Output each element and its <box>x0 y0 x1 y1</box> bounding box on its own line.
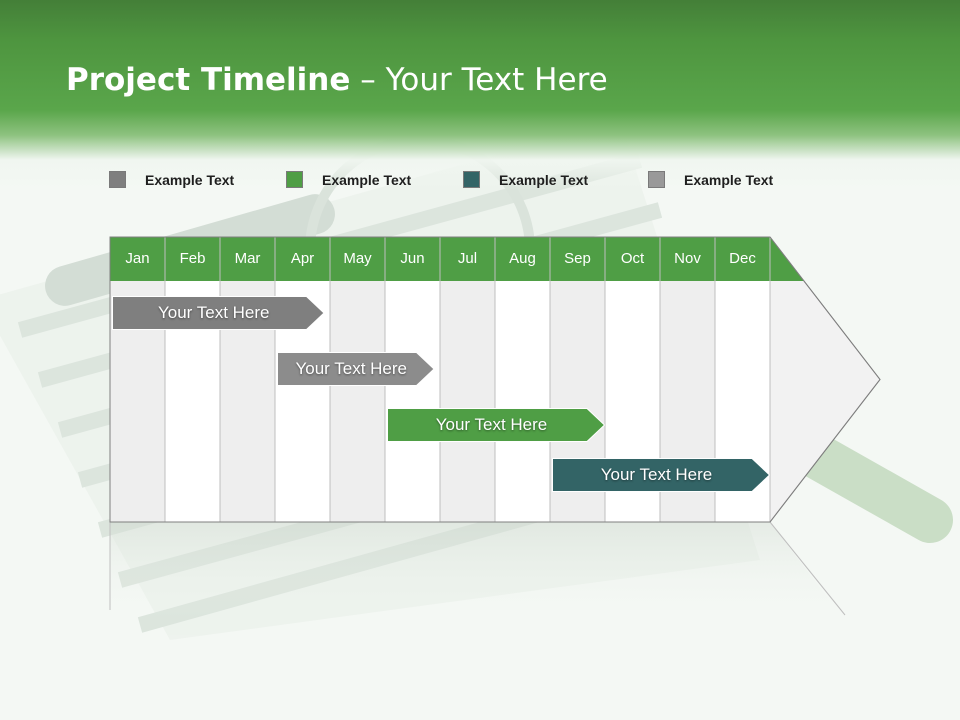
header-band <box>0 0 960 190</box>
month-label: Jul <box>457 250 478 267</box>
task-bar-shape <box>112 296 325 330</box>
title-rest: – Your Text Here <box>350 62 608 98</box>
task-bar[interactable]: Your Text Here <box>277 352 435 386</box>
month-label: May <box>343 250 372 267</box>
legend-label: Example Text <box>499 172 589 188</box>
task-bar[interactable]: Your Text Here <box>552 458 770 492</box>
month-label: Jan <box>125 250 150 267</box>
month-column <box>495 281 550 522</box>
month-label: Dec <box>729 250 756 267</box>
month-label: Aug <box>509 250 536 267</box>
month-column <box>385 281 440 522</box>
month-label: Apr <box>290 250 315 267</box>
task-label: Your Text Here <box>295 359 407 378</box>
legend-label: Example Text <box>145 172 235 188</box>
month-label: Jun <box>400 250 425 267</box>
month-label: Sep <box>564 250 591 267</box>
month-label: Nov <box>674 250 701 267</box>
legend-label: Example Text <box>322 172 412 188</box>
legend-swatch <box>463 171 480 188</box>
task-bar-arrow <box>112 296 325 330</box>
task-bar-arrow <box>277 352 435 386</box>
task-bar[interactable]: Your Text Here <box>112 296 325 330</box>
month-label: Feb <box>179 250 206 267</box>
slide-title: Project Timeline – Your Text Here <box>66 58 608 102</box>
task-bar-shape <box>277 352 435 386</box>
timeline-outline <box>109 236 881 523</box>
task-label: Your Text Here <box>600 465 713 484</box>
task-bar-shape <box>387 408 605 442</box>
month-header-bar <box>110 237 804 281</box>
month-label: Oct <box>620 250 645 267</box>
task-bar-arrow <box>552 458 770 492</box>
task-label: Your Text Here <box>435 415 548 434</box>
month-column <box>330 281 385 522</box>
task-label: Your Text Here <box>157 303 270 322</box>
reflection <box>109 521 846 620</box>
legend-swatch <box>286 171 303 188</box>
task-bar[interactable]: Your Text Here <box>387 408 605 442</box>
task-bar-arrow <box>387 408 605 442</box>
month-label: Mar <box>234 250 261 267</box>
task-bar-shape <box>552 458 770 492</box>
legend-swatch <box>648 171 665 188</box>
legend-label: Example Text <box>684 172 774 188</box>
month-column <box>440 281 495 522</box>
legend-swatch <box>109 171 126 188</box>
title-bold: Project Timeline <box>66 62 351 98</box>
